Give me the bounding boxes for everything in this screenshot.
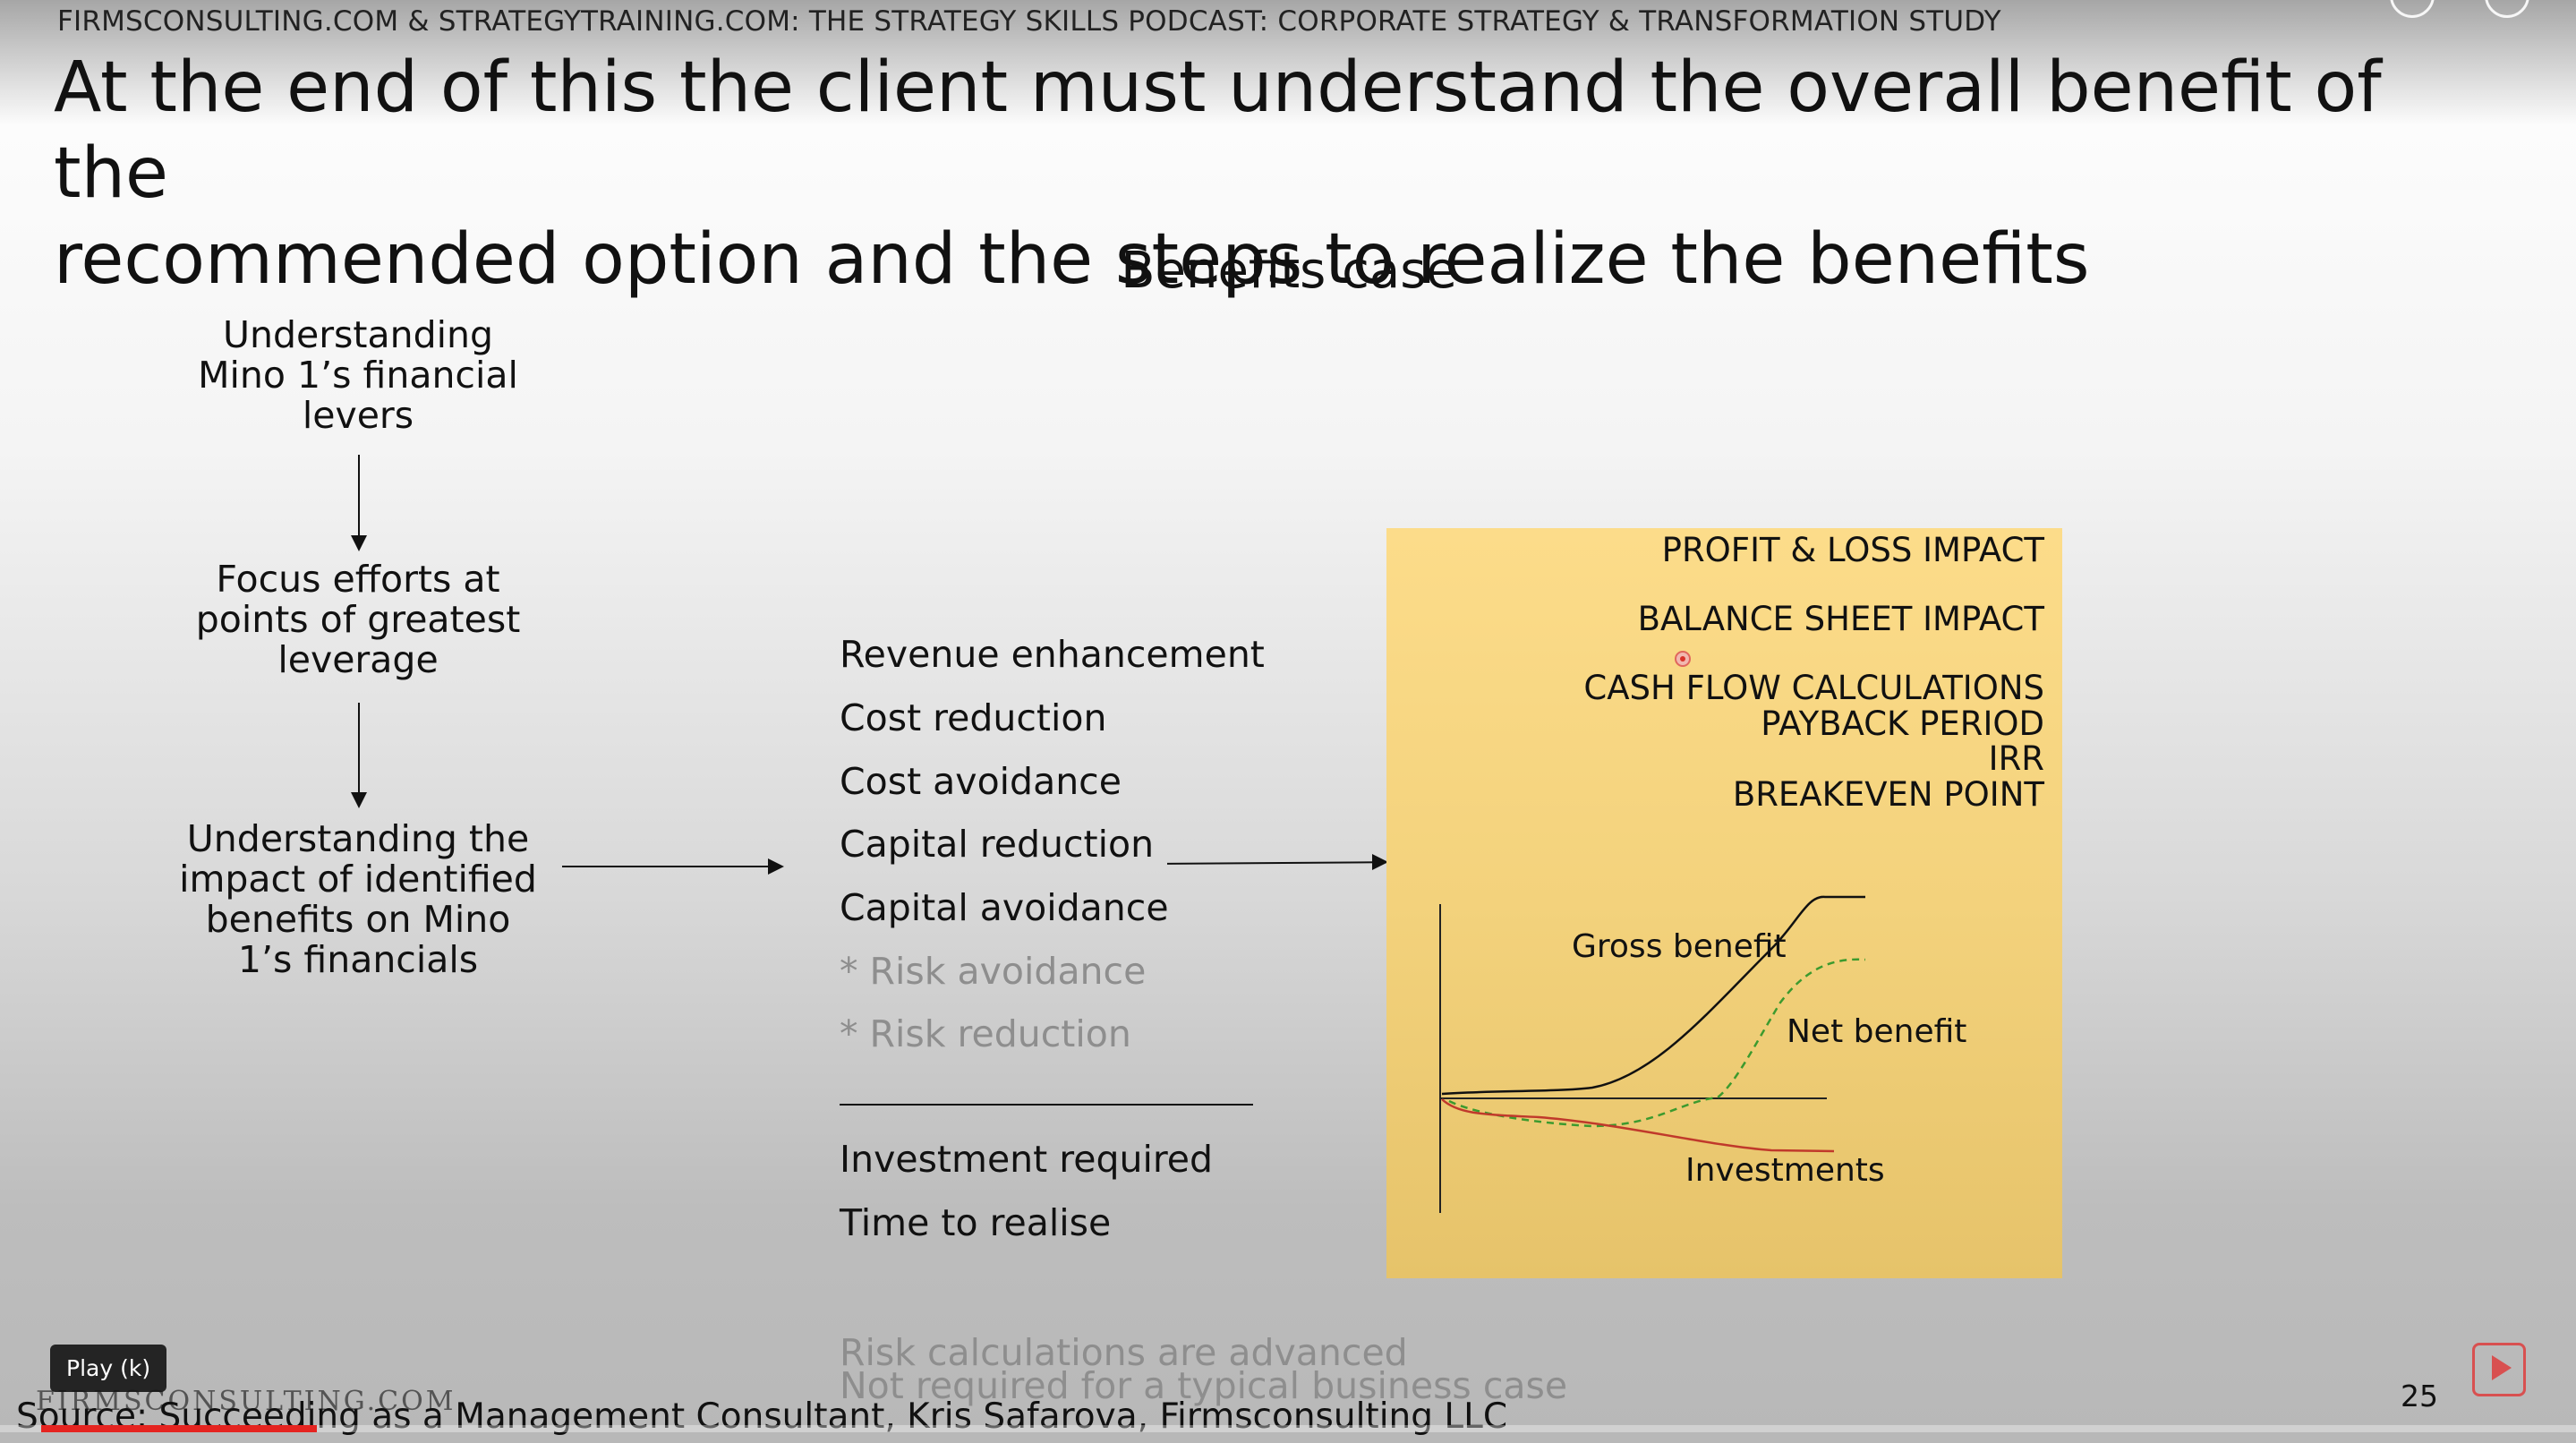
divider <box>840 1104 1253 1106</box>
slide-title: At the end of this the client must under… <box>54 45 2470 303</box>
flow-step-line: Mino 1’s financial <box>198 354 518 397</box>
flow-step-line: Focus efforts at <box>216 558 500 601</box>
investments-label: Investments <box>1685 1152 1885 1189</box>
arrow-right-icon <box>768 858 784 875</box>
panel-item-irr: IRR <box>1988 739 2044 778</box>
benefit-item: Cost reduction <box>840 696 1107 739</box>
flow-connector <box>1166 861 1388 865</box>
benefit-item: Capital reduction <box>840 823 1155 866</box>
panel-item-payback: PAYBACK PERIOD <box>1761 704 2044 743</box>
panel-item-bs: BALANCE SHEET IMPACT <box>1637 600 2044 638</box>
flow-step-line: Understanding the <box>186 817 530 860</box>
gross-benefit-label: Gross benefit <box>1572 928 1787 965</box>
flow-step-line: levers <box>302 394 414 437</box>
youtube-logo-button[interactable] <box>2472 1343 2526 1396</box>
investments-line <box>1441 1098 1835 1153</box>
flow-connector <box>358 455 360 535</box>
flow-step-focus-efforts: Focus efforts at points of greatest leve… <box>179 559 537 680</box>
risk-note: Risk calculations are advanced <box>840 1331 1408 1374</box>
net-benefit-line <box>1448 958 1866 1128</box>
arrow-down-icon <box>351 535 367 551</box>
flow-step-impact: Understanding the impact of identified b… <box>161 819 555 980</box>
play-tooltip: Play (k) <box>50 1345 167 1392</box>
slide-page-number: 25 <box>2401 1379 2438 1413</box>
cursor-highlight-center <box>1680 656 1685 662</box>
flow-step-financial-levers: Understanding Mino 1’s financial levers <box>179 315 537 436</box>
risk-note: Not required for a typical business case <box>840 1364 1568 1407</box>
panel-item-pl: PROFIT & LOSS IMPACT <box>1661 531 2044 569</box>
requirement-item: Time to realise <box>840 1201 1112 1244</box>
slide-title-line: At the end of this the client must under… <box>54 47 2382 214</box>
flow-connector <box>562 866 782 867</box>
flow-step-line: leverage <box>277 638 439 681</box>
net-benefit-label: Net benefit <box>1787 1013 1967 1050</box>
flow-connector <box>358 703 360 792</box>
progress-bar-played[interactable] <box>41 1425 317 1432</box>
benefit-item: Cost avoidance <box>840 760 1122 803</box>
video-top-overlay <box>0 0 2576 125</box>
benefit-item: Revenue enhancement <box>840 633 1265 676</box>
panel-item-cf: CASH FLOW CALCULATIONS <box>1583 669 2044 707</box>
flow-step-line: points of greatest <box>195 598 521 641</box>
arrow-down-icon <box>351 792 367 808</box>
flow-step-line: Understanding <box>222 313 494 356</box>
panel-item-breakeven: BREAKEVEN POINT <box>1732 775 2044 814</box>
risk-item: * Risk reduction <box>840 1012 1131 1055</box>
play-icon <box>2492 1355 2512 1380</box>
flow-step-line: impact of identified <box>179 858 537 901</box>
gross-benefit-line <box>1441 895 1865 1096</box>
requirement-item: Investment required <box>840 1138 1214 1181</box>
flow-step-line: 1’s financials <box>237 938 479 981</box>
financial-impact-panel: PROFIT & LOSS IMPACT BALANCE SHEET IMPAC… <box>1386 528 2062 1278</box>
benefit-item: Capital avoidance <box>840 886 1169 929</box>
risk-item: * Risk avoidance <box>840 950 1147 993</box>
arrow-right-icon <box>1372 854 1388 870</box>
video-header-text: FIRMSCONSULTING.COM & STRATEGYTRAINING.C… <box>57 5 2001 38</box>
progress-bar[interactable] <box>0 1425 2576 1432</box>
slide-subtitle: Benefits case <box>1121 242 1457 300</box>
slide-title-line: recommended option and the steps to real… <box>54 219 2090 300</box>
benefit-curve-chart <box>1439 895 1866 1213</box>
flow-step-line: benefits on Mino <box>205 898 511 941</box>
